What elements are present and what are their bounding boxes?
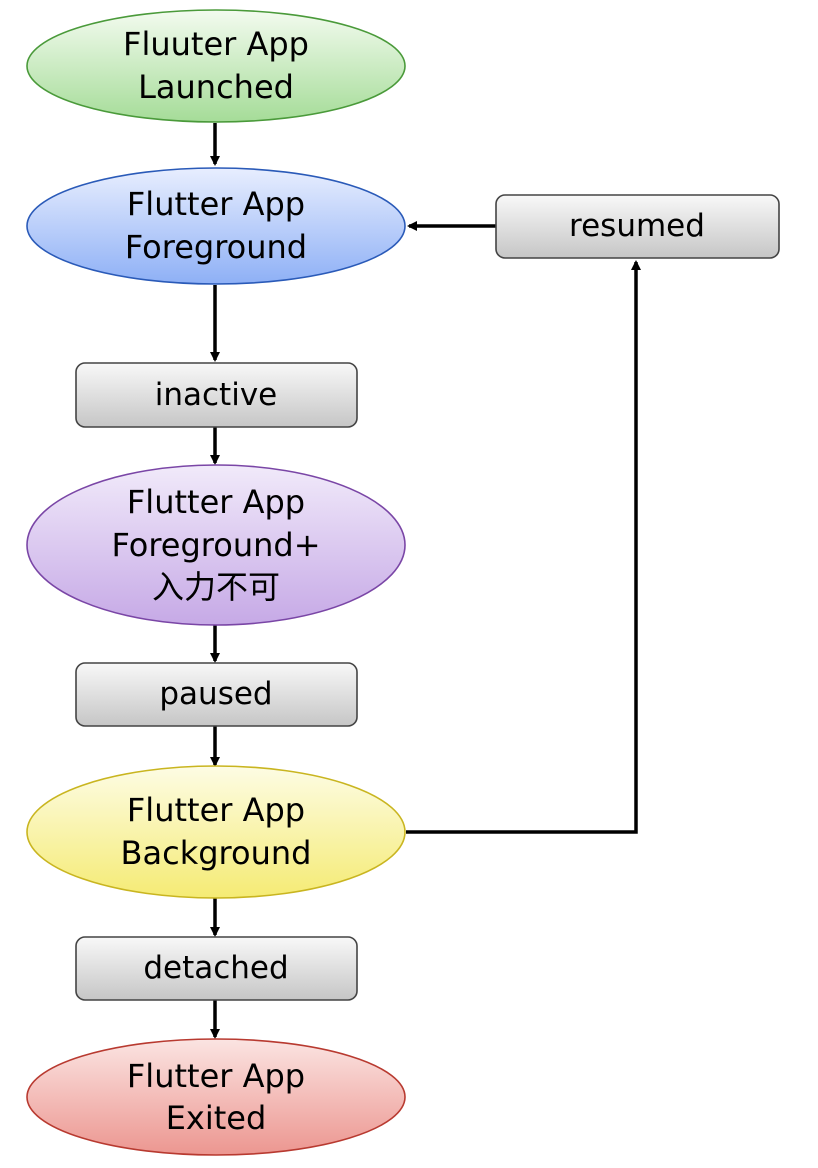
node-launched-line-2: Launched [138, 68, 294, 106]
state-resumed-box [495, 194, 780, 259]
state-inactive-box [75, 362, 358, 428]
state-inactive-label: inactive [155, 377, 278, 413]
node-foreground: Flutter App Foreground [26, 167, 406, 285]
state-paused-box [75, 662, 358, 727]
node-background-shape [26, 765, 406, 899]
state-inactive: inactive [75, 362, 358, 428]
state-resumed-label: resumed [569, 208, 705, 244]
node-exited-line-2: Exited [166, 1099, 267, 1137]
state-detached: detached [75, 936, 358, 1001]
node-foreground-input-disabled-line-3: 入力不可 [152, 568, 280, 606]
node-launched-line-1: Fluuter App [123, 25, 309, 63]
node-exited-shape [26, 1038, 406, 1156]
node-foreground-input-disabled: Flutter App Foreground+ 入力不可 [26, 464, 406, 626]
node-exited-line-1: Flutter App [127, 1057, 305, 1095]
node-background: Flutter App Background [26, 765, 406, 899]
state-detached-label: detached [143, 950, 288, 986]
edge-background-to-resumed [406, 260, 641, 834]
state-detached-box [75, 936, 358, 1001]
state-paused-label: paused [159, 676, 272, 712]
node-foreground-input-disabled-shape [26, 464, 406, 626]
node-foreground-shape [26, 167, 406, 285]
node-exited: Flutter App Exited [26, 1038, 406, 1156]
edges [210, 123, 641, 1039]
node-launched: Fluuter App Launched [26, 9, 406, 123]
node-background-line-1: Flutter App [127, 791, 305, 829]
node-launched-shape [26, 9, 406, 123]
node-foreground-line-1: Flutter App [127, 185, 305, 223]
node-foreground-input-disabled-line-1: Flutter App [127, 483, 305, 521]
node-foreground-line-2: Foreground [125, 228, 307, 266]
node-background-line-2: Background [121, 834, 312, 872]
state-paused: paused [75, 662, 358, 727]
node-foreground-input-disabled-line-2: Foreground+ [111, 526, 320, 564]
state-resumed: resumed [495, 194, 780, 259]
